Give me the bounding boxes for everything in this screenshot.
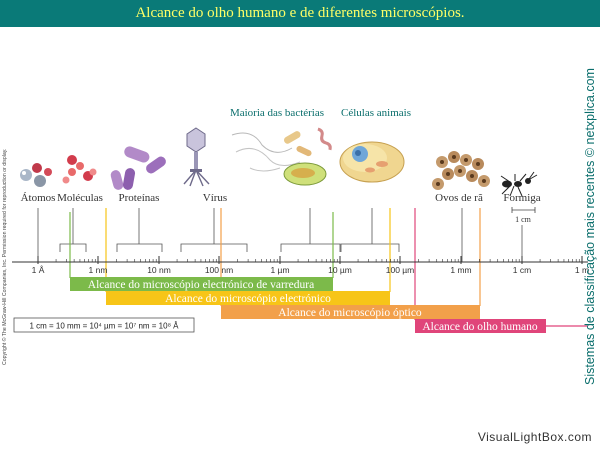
copyright-notice: Copyright © The McGraw-Hill Companies, I… bbox=[2, 148, 8, 365]
eye-range-bar bbox=[415, 319, 546, 333]
size-brackets bbox=[37, 208, 523, 262]
conversion-box bbox=[13, 317, 195, 333]
label-molecules: Moléculas bbox=[57, 192, 103, 204]
sem-range-bar bbox=[70, 277, 333, 291]
label-frog-eggs: Ovos de rã bbox=[435, 192, 483, 204]
molecules-icon bbox=[62, 155, 97, 184]
page-title: Alcance do olho humano e de diferentes m… bbox=[0, 0, 600, 27]
scale-tick-label: 1 nm bbox=[89, 265, 108, 275]
label-bacteria: Maioria das bactérias bbox=[230, 107, 324, 119]
scale-tick-label: 100 nm bbox=[205, 265, 233, 275]
axis-ticks: 1 Å 1 nm 10 nm 100 nm 1 µm 10 µm 100 µm 1 mm 1 c… bbox=[32, 256, 589, 275]
label-animal-cells: Células animais bbox=[341, 107, 411, 119]
conversion-text: 1 cm = 10 mm = 10⁴ µm = 10⁷ nm = 10⁸ Å bbox=[29, 322, 179, 331]
size-scale-diagram: Átomos Moléculas Proteínas Vírus Maioria… bbox=[12, 107, 589, 333]
scale-tick-label: 1 Å bbox=[32, 265, 45, 275]
virus-icon bbox=[183, 127, 210, 187]
scale-tick-label: 100 µm bbox=[386, 265, 415, 275]
sem-range-label: Alcance do microscópio electrónico de va… bbox=[88, 279, 314, 291]
proteins-icon bbox=[110, 146, 166, 190]
optical-range-label: Alcance do microscópio óptico bbox=[278, 307, 422, 319]
label-proteins: Proteínas bbox=[119, 192, 160, 204]
tem-range-bar bbox=[106, 291, 390, 305]
scale-tick-label: 1 m bbox=[575, 265, 589, 275]
scale-tick-label: 1 cm bbox=[513, 265, 531, 275]
tem-range-label: Alcance do microscópio electrónico bbox=[165, 293, 331, 305]
eye-range-label: Alcance do olho humano bbox=[422, 321, 538, 333]
source-credit: Sistemas de classificação mais recentes … bbox=[583, 68, 597, 385]
scale-tick-label: 10 µm bbox=[328, 265, 352, 275]
frog-eggs-icon bbox=[432, 151, 490, 190]
ant-icon bbox=[500, 171, 538, 197]
atoms-icon bbox=[20, 163, 52, 187]
watermark: VisualLightBox.com bbox=[477, 430, 592, 444]
bacteria-icon bbox=[231, 127, 332, 186]
animal-cell-icon bbox=[339, 141, 405, 183]
label-virus: Vírus bbox=[203, 192, 227, 204]
optical-range-bar bbox=[221, 305, 480, 319]
scale-tick-label: 1 mm bbox=[450, 265, 471, 275]
label-atoms: Átomos bbox=[21, 192, 56, 204]
ant-scale-bar bbox=[511, 207, 536, 213]
ant-scale-label: 1 cm bbox=[515, 215, 532, 224]
scale-tick-label: 10 nm bbox=[147, 265, 171, 275]
scale-tick-label: 1 µm bbox=[270, 265, 289, 275]
label-ant: Formiga bbox=[503, 192, 540, 204]
